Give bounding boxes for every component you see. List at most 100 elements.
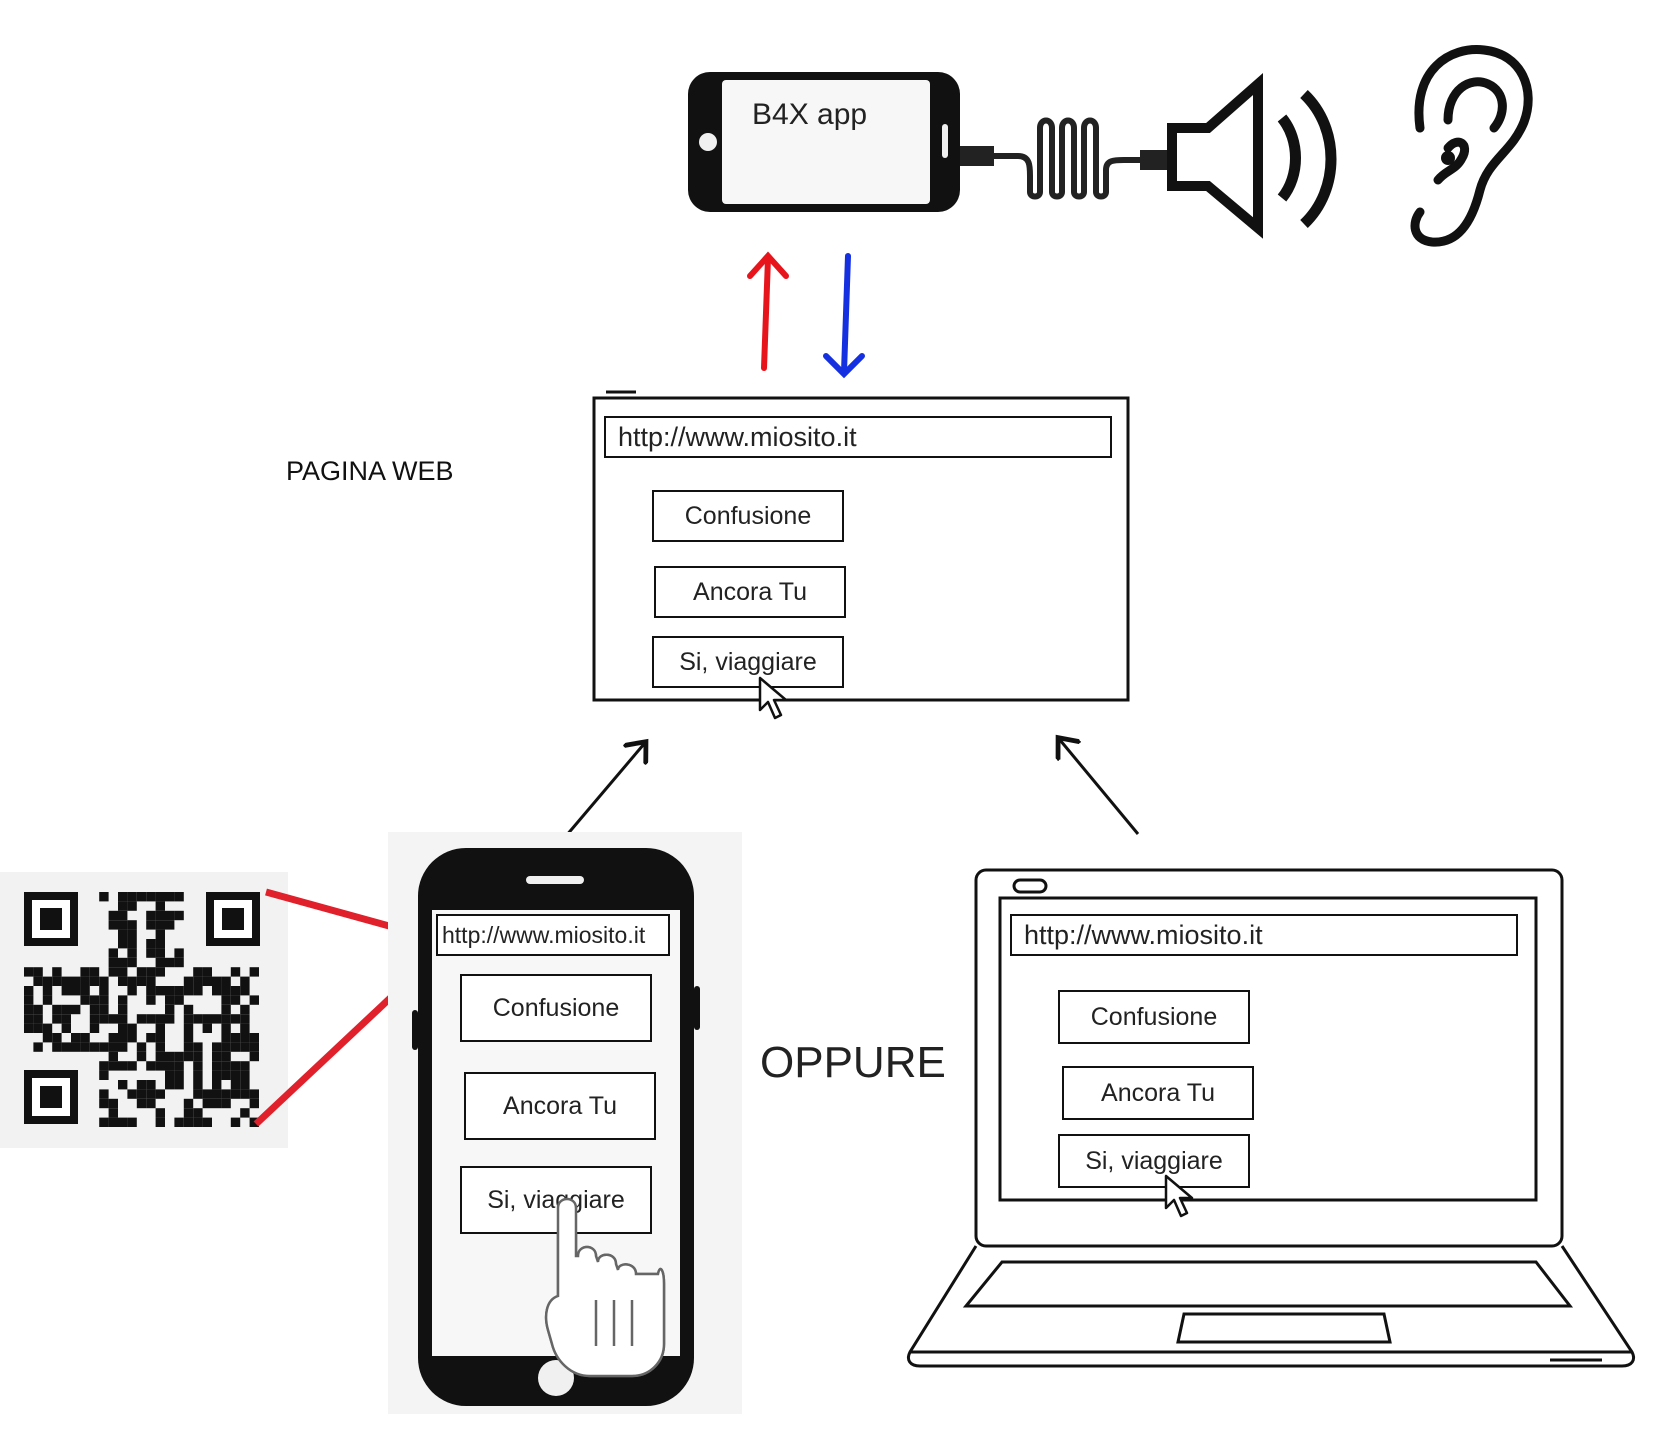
qr-module [165, 1014, 175, 1024]
qr-module [136, 1098, 147, 1109]
qr-module [193, 1108, 203, 1118]
mobile-button-si-viaggiare[interactable]: Si, viaggiare [460, 1166, 652, 1234]
qr-module [127, 1117, 137, 1127]
qr-module [108, 1014, 118, 1024]
qr-module [212, 986, 222, 996]
laptop-url-bar[interactable]: http://www.miosito.it [1010, 914, 1518, 956]
qr-module [155, 1061, 165, 1071]
qr-module [174, 1117, 184, 1127]
qr-module [42, 1033, 53, 1043]
qr-module [230, 1042, 241, 1052]
qr-module [193, 1051, 203, 1062]
qr-module [61, 1023, 71, 1033]
mobile-button-confusione[interactable]: Confusione [460, 974, 652, 1042]
qr-module [127, 957, 137, 968]
qr-module [202, 1098, 212, 1109]
qr-module [127, 1023, 137, 1033]
laptop-cursor-icon [1164, 1174, 1194, 1218]
mobile-url-bar[interactable]: http://www.miosito.it [436, 914, 670, 956]
qr-module [212, 1089, 222, 1099]
qr-module [212, 1080, 222, 1090]
qr-module [174, 1061, 184, 1071]
qr-module [183, 1004, 194, 1015]
qr-module [33, 976, 43, 986]
qr-module [230, 995, 241, 1005]
qr-module [136, 1014, 147, 1024]
qr-module [52, 1042, 62, 1052]
qr-module [155, 986, 165, 996]
qr-module [221, 1004, 231, 1015]
qr-module [118, 1033, 128, 1043]
qr-module [165, 1004, 175, 1015]
qr-module [118, 892, 128, 902]
qr-module [118, 1042, 128, 1052]
qr-module [136, 1089, 147, 1099]
qr-module [221, 1070, 231, 1080]
qr-module [249, 967, 259, 977]
qr-module [127, 948, 137, 958]
laptop-button-confusione[interactable]: Confusione [1058, 990, 1250, 1044]
qr-module [99, 1117, 109, 1127]
qr-module [155, 910, 165, 921]
web-button-si-viaggiare[interactable]: Si, viaggiare [652, 636, 844, 688]
qr-module [165, 995, 175, 1005]
qr-module [99, 892, 109, 902]
qr-module [193, 986, 203, 996]
qr-module [146, 1014, 156, 1024]
qr-module [202, 1117, 212, 1127]
qr-module [212, 1042, 222, 1052]
qr-module [108, 1108, 118, 1118]
mobile-button-ancora-tu[interactable]: Ancora Tu [464, 1072, 656, 1140]
qr-module [221, 1089, 231, 1099]
qr-module [183, 1033, 194, 1043]
qr-module [193, 1042, 203, 1052]
qr-module [202, 1023, 212, 1033]
qr-module [240, 1033, 250, 1043]
qr-module [193, 1070, 203, 1080]
qr-module [212, 1070, 222, 1080]
qr-module [24, 1023, 34, 1033]
qr-module [61, 1042, 71, 1052]
qr-module [24, 1004, 34, 1015]
web-page-url-bar[interactable]: http://www.miosito.it [604, 416, 1112, 458]
web-button-confusione[interactable]: Confusione [652, 490, 844, 542]
qr-module [127, 1061, 137, 1071]
laptop-to-web-arrow-icon [1060, 740, 1140, 835]
ear-icon [1410, 45, 1533, 247]
qr-module [193, 976, 203, 986]
qr-module [249, 1098, 259, 1109]
qr-module [118, 995, 128, 1005]
qr-module [221, 976, 231, 986]
qr-module [165, 892, 175, 902]
qr-module [230, 1061, 241, 1071]
qr-module [221, 1014, 231, 1024]
qr-module [174, 986, 184, 996]
qr-module [165, 957, 175, 968]
laptop-button-si-viaggiare[interactable]: Si, viaggiare [1058, 1134, 1250, 1188]
web-button-ancora-tu[interactable]: Ancora Tu [654, 566, 846, 618]
qr-module [127, 939, 137, 949]
qr-module [183, 1098, 194, 1109]
qr-module [80, 1042, 90, 1052]
qr-module [61, 986, 71, 996]
qr-module [230, 1080, 241, 1090]
qr-code-icon [0, 872, 288, 1148]
alternative-label: OPPURE [760, 1038, 946, 1087]
qr-module [165, 920, 175, 930]
qr-module [212, 1051, 222, 1062]
qr-module [99, 1070, 109, 1080]
qr-module [108, 1051, 118, 1062]
laptop-button-ancora-tu[interactable]: Ancora Tu [1062, 1066, 1254, 1120]
qr-module [221, 1098, 231, 1109]
qr-module [80, 995, 90, 1005]
qr-module [71, 986, 81, 996]
qr-module [155, 920, 165, 930]
qr-module [193, 967, 203, 977]
top-smartphone-icon [688, 72, 960, 212]
qr-module [155, 1042, 165, 1052]
speaker-icon [1167, 72, 1337, 239]
qr-module [146, 967, 156, 977]
qr-module [230, 967, 241, 977]
qr-module [24, 1014, 34, 1024]
